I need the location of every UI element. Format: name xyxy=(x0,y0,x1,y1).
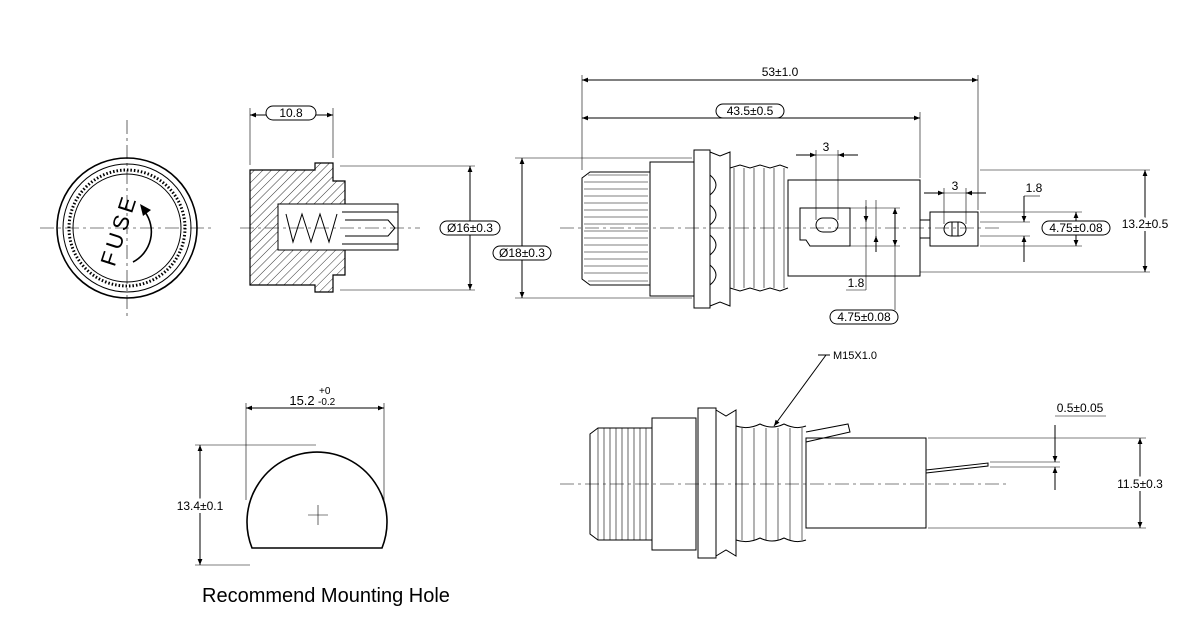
dim-cap-width: 10.8 xyxy=(279,106,303,120)
dim-cap-diameter: Ø16±0.3 xyxy=(447,221,493,235)
dim-body-height: 11.5±0.3 xyxy=(1117,477,1163,491)
dim-tab-span: 13.2±0.5 xyxy=(1122,217,1169,231)
dim-hole-width: 15.2 xyxy=(289,393,314,408)
knurl-lines xyxy=(584,174,648,282)
holder-side-view: 53±1.0 43.5±0.5 Ø18±0.3 3 3 1.8 xyxy=(492,65,1172,325)
dim-tab-width-bottom: 1.8 xyxy=(848,276,865,290)
dim-tab-height-bottom: 4.75±0.08 xyxy=(837,310,891,324)
mounting-hole-view: 15.2 +0 -0.2 13.4±0.1 Recommend Mounting… xyxy=(174,386,450,607)
dim-total-length: 53±1.0 xyxy=(762,65,799,79)
cap-label-text: FUSE xyxy=(95,190,142,269)
thread-callout: M15X1.0 xyxy=(833,350,877,362)
holder-top-view: M15X1.0 0.5±0.05 11.5±0.3 xyxy=(560,350,1166,559)
dim-tab-width-right: 1.8 xyxy=(1026,181,1043,195)
dim-tab-slot-right: 3 xyxy=(952,179,959,193)
dim-tab-height-right: 4.75±0.08 xyxy=(1049,221,1103,235)
dim-hole-width-tol-lower: -0.2 xyxy=(318,397,336,408)
dim-hole-width-tol-upper: +0 xyxy=(319,386,331,397)
cap-end-view: FUSE xyxy=(40,120,215,318)
cap-section-view: 10.8 Ø16±0.3 xyxy=(240,105,501,293)
dim-body-length: 43.5±0.5 xyxy=(727,104,774,118)
mounting-hole-caption: Recommend Mounting Hole xyxy=(202,585,450,607)
dim-hole-height: 13.4±0.1 xyxy=(177,499,224,513)
dim-tab-thickness: 0.5±0.05 xyxy=(1057,401,1104,415)
dim-nut-diameter: Ø18±0.3 xyxy=(499,246,545,260)
dim-tab-slot-top: 3 xyxy=(823,140,830,154)
